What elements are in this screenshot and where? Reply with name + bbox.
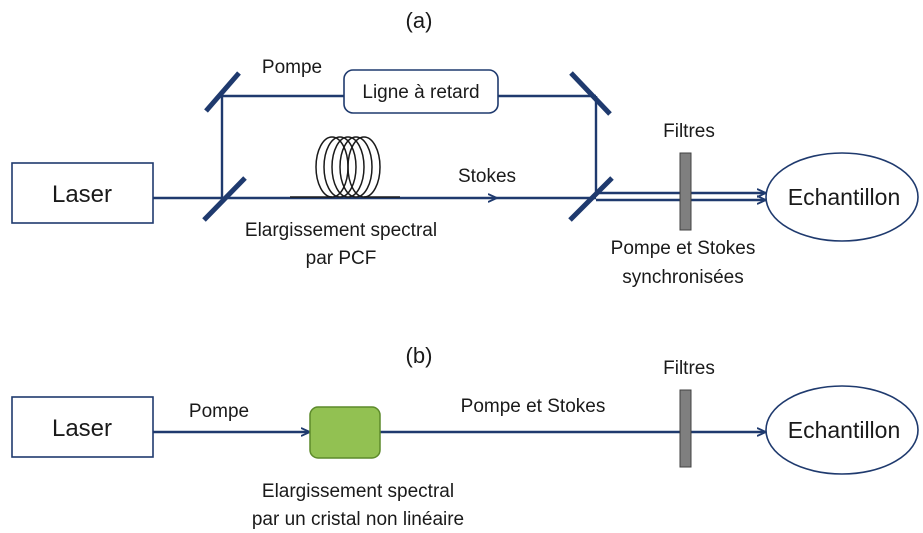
sample-label-a: Echantillon (788, 184, 901, 210)
delay-line-box (343, 69, 499, 114)
pump-stokes-label-b: Pompe et Stokes (461, 396, 606, 417)
mirror-top-left (204, 71, 241, 113)
sync-line1: Pompe et Stokes (611, 238, 756, 259)
broadening-b-line1: Elargissement spectral (262, 481, 454, 502)
mirror-top-right (569, 71, 612, 116)
stokes-label: Stokes (458, 166, 516, 187)
pcf-fiber-coil-icon (290, 136, 400, 198)
broadening-a-line1: Elargissement spectral (245, 220, 437, 241)
filter-a (679, 152, 692, 231)
laser-label-b: Laser (52, 415, 112, 442)
pump-label-a: Pompe (262, 57, 322, 78)
broadening-a-line2: par PCF (306, 248, 377, 269)
filters-label-a: Filtres (663, 121, 715, 142)
sync-line2: synchronisées (622, 267, 743, 288)
sample-ellipse-b (765, 385, 919, 475)
diagram-b: (b) Laser Pompe Pompe et Stokes Elargiss… (11, 343, 919, 530)
filters-label-b: Filtres (663, 358, 715, 379)
laser-box-b (11, 396, 154, 458)
broadening-b-line2: par un cristal non linéaire (252, 509, 464, 530)
nonlinear-crystal (309, 406, 381, 459)
diagram-a: (a) Laser Ligne à retard Pompe (11, 8, 919, 288)
filter-b (679, 389, 692, 468)
laser-label-a: Laser (52, 181, 112, 208)
mirror-beamsplitter-right (568, 176, 614, 222)
diagram-b-label: (b) (406, 343, 433, 368)
sample-ellipse-a (765, 152, 919, 242)
diagram-a-label: (a) (406, 8, 433, 33)
delay-line-label: Ligne à retard (362, 82, 479, 103)
sample-label-b: Echantillon (788, 417, 901, 443)
laser-box-a (11, 162, 154, 224)
mirror-beamsplitter-left (202, 176, 247, 222)
pump-label-b: Pompe (189, 401, 249, 422)
